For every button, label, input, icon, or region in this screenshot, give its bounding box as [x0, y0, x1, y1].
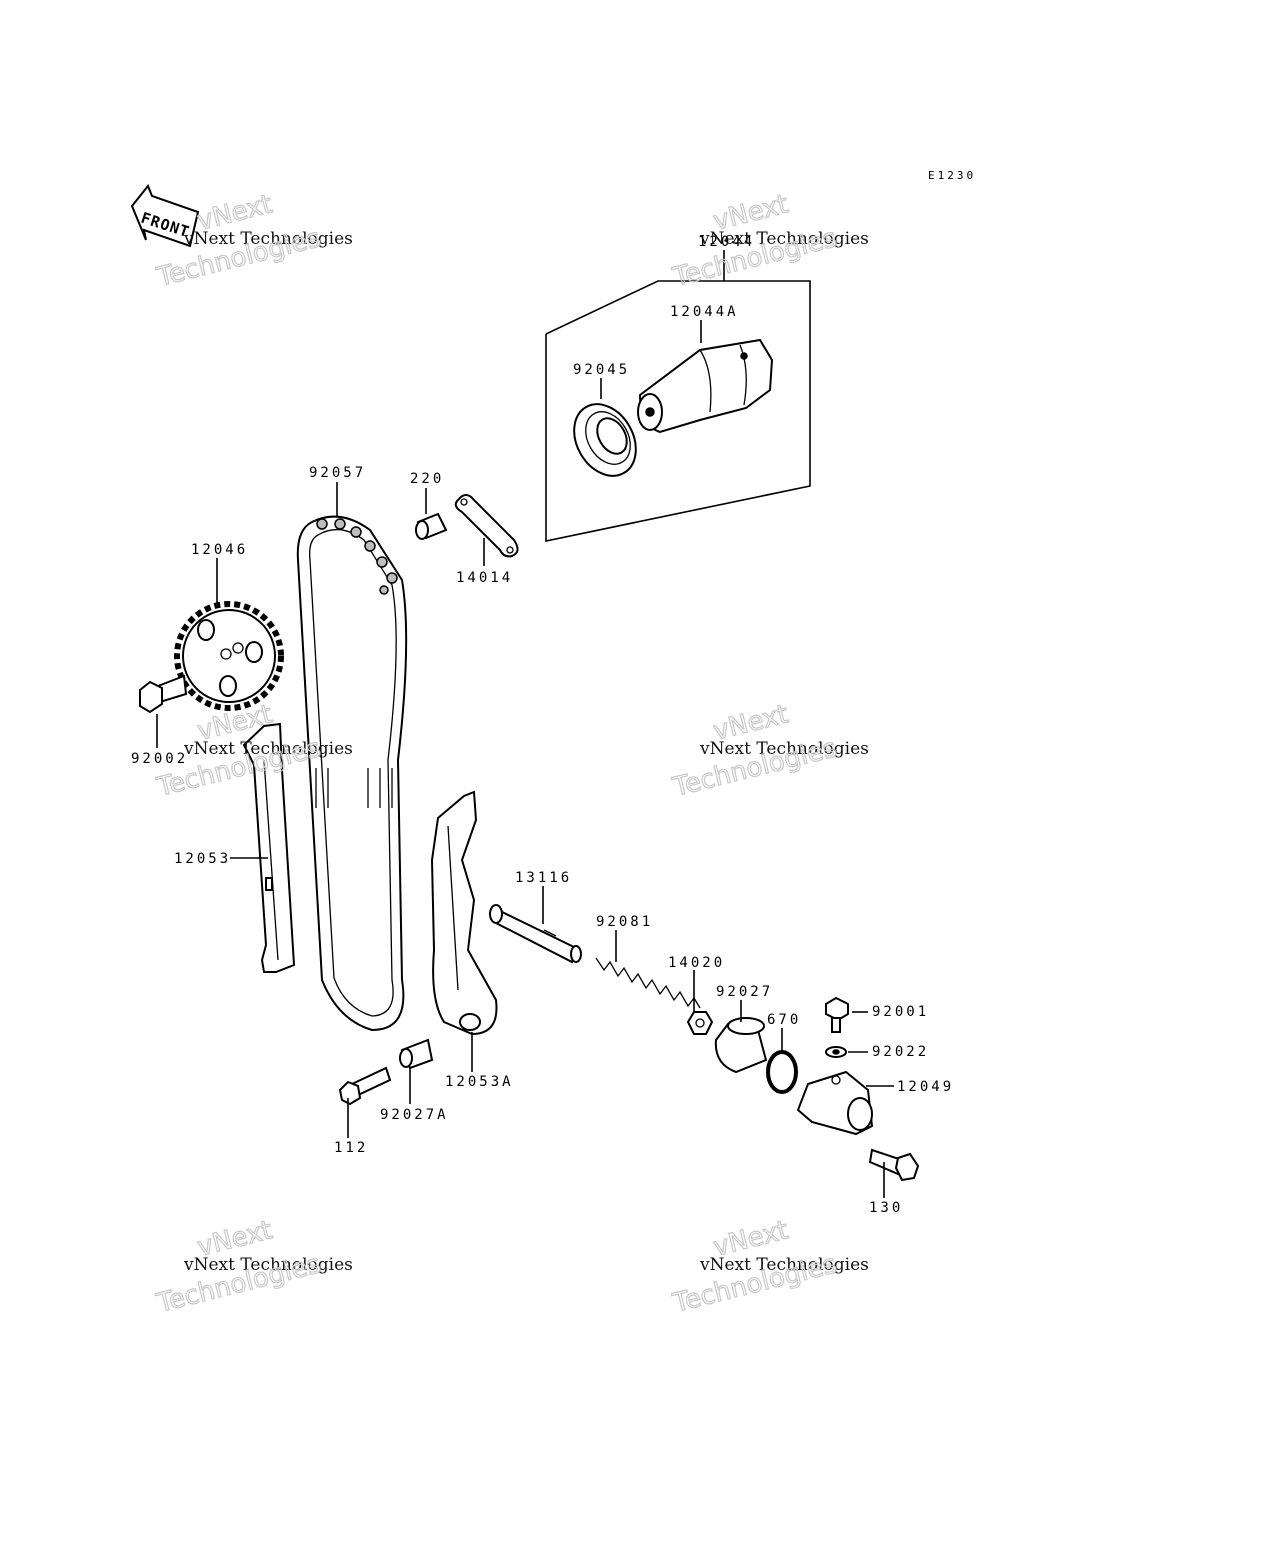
part-label-12044: 12044	[698, 234, 755, 250]
bolt-130-part	[868, 1148, 920, 1182]
washer-part	[825, 1046, 847, 1058]
part-label-13116: 13116	[515, 870, 572, 886]
part-label-112: 112	[334, 1140, 368, 1156]
bearing-part	[573, 403, 637, 477]
sprocket-part	[174, 601, 284, 711]
bracket-part	[454, 494, 519, 558]
part-label-92045: 92045	[573, 362, 630, 378]
part-label-670: 670	[767, 1012, 801, 1028]
watermark-bottom-left: vNext vNext Technologies Technologies	[153, 1215, 353, 1320]
part-label-14020: 14020	[668, 955, 725, 971]
part-label-14014: 14014	[456, 570, 513, 586]
watermark-text: vNext Technologies	[699, 739, 869, 759]
diagram-code: E1230	[928, 169, 976, 182]
part-label-12053a: 12053A	[445, 1074, 514, 1090]
watermark-text: vNext Technologies	[699, 229, 869, 249]
camshaft-assembly-box	[545, 250, 811, 542]
cam-chain-part	[296, 515, 408, 1032]
spring-part	[595, 957, 701, 1009]
part-label-92022: 92022	[872, 1044, 929, 1060]
part-label-92001: 92001	[872, 1004, 929, 1020]
watermark-text: vNext Technologies	[183, 229, 353, 249]
collar-part	[714, 1017, 768, 1074]
part-label-12049: 12049	[897, 1079, 954, 1095]
part-label-220: 220	[410, 471, 444, 487]
part-label-12044a: 12044A	[670, 304, 739, 320]
tensioner-body-part	[796, 1070, 874, 1136]
part-label-92057: 92057	[309, 465, 366, 481]
part-label-92081: 92081	[596, 914, 653, 930]
camshaft-part	[637, 338, 774, 434]
watermark-text: vNext Technologies	[183, 1255, 353, 1275]
part-labels: 12044 12044A 92045 92057 220 14014 12046…	[131, 234, 954, 1216]
part-label-92002: 92002	[131, 751, 188, 767]
watermark-top-right: vNext vNext Technologies Technologies	[669, 189, 869, 294]
leader-lines	[156, 482, 894, 1198]
nut-part	[686, 1011, 714, 1035]
flange-bolt-part	[139, 674, 188, 714]
watermark-bottom-right: vNext vNext Technologies Technologies	[669, 1215, 869, 1320]
bolt-220-part	[415, 512, 448, 540]
watermark-text: vNext Technologies	[183, 739, 353, 759]
small-collar-part	[399, 1038, 434, 1070]
part-label-92027a: 92027A	[380, 1107, 449, 1123]
watermark-top-left: vNext vNext Technologies Technologies	[153, 189, 353, 294]
bolt-112-part	[338, 1066, 392, 1106]
part-label-12053: 12053	[174, 851, 231, 867]
tensioner-guide-part	[430, 790, 498, 1036]
bolt-92001-part	[825, 996, 849, 1033]
push-rod-part	[489, 904, 582, 964]
part-label-92027: 92027	[716, 984, 773, 1000]
chain-guide-part	[242, 722, 296, 973]
watermark-text: vNext Technologies	[699, 1255, 869, 1275]
part-label-130: 130	[869, 1200, 903, 1216]
part-label-12046: 12046	[191, 542, 248, 558]
watermark-middle-right: vNext vNext Technologies Technologies	[669, 699, 869, 804]
o-ring-part	[766, 1050, 798, 1094]
